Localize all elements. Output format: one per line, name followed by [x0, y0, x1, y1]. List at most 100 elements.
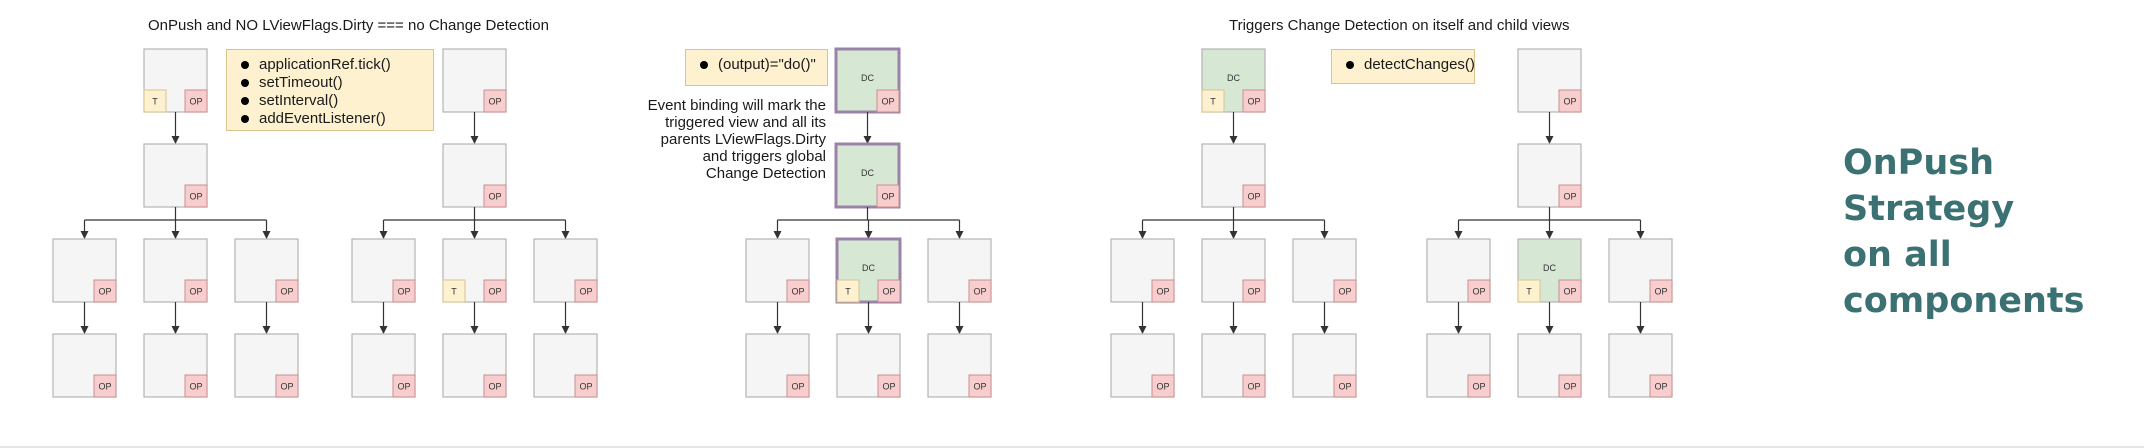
- op-label: OP: [881, 97, 894, 107]
- op-badge: [1151, 279, 1175, 303]
- dc-label: DC: [1227, 73, 1240, 83]
- op-label: OP: [98, 382, 111, 392]
- panel-1-trigger-note: applicationRef.tick() setTimeout() setIn…: [226, 49, 434, 131]
- op-label: OP: [1472, 287, 1485, 297]
- headline-line: components: [1843, 281, 2085, 321]
- view-node: [52, 333, 117, 398]
- bottom-divider: [0, 446, 2144, 448]
- op-label: OP: [488, 382, 501, 392]
- op-badge: [1242, 279, 1266, 303]
- note-item: setTimeout(): [239, 74, 423, 92]
- op-badge: [1151, 374, 1175, 398]
- op-label: OP: [397, 382, 410, 392]
- note-item: (output)="do()": [698, 56, 817, 74]
- op-label: OP: [973, 382, 986, 392]
- op-badge: [1649, 374, 1673, 398]
- op-label: OP: [1563, 192, 1576, 202]
- note-item: addEventListener(): [239, 110, 423, 128]
- op-badge: [574, 279, 598, 303]
- op-badge: [968, 374, 992, 398]
- op-badge: [574, 374, 598, 398]
- headline: OnPush Strategy on all components: [1843, 140, 2123, 324]
- op-badge: [483, 374, 507, 398]
- op-label: OP: [280, 382, 293, 392]
- op-label: OP: [791, 382, 804, 392]
- t-label: T: [1526, 287, 1532, 297]
- op-label: OP: [973, 287, 986, 297]
- op-label: OP: [1563, 97, 1576, 107]
- op-label: OP: [1247, 97, 1260, 107]
- note-item: applicationRef.tick(): [239, 56, 423, 74]
- op-badge: [483, 184, 507, 208]
- op-badge: [1242, 184, 1266, 208]
- op-badge: [876, 89, 900, 113]
- t-label: T: [845, 287, 851, 297]
- panel-3-title: Triggers Change Detection on itself and …: [1229, 17, 1570, 34]
- op-badge: [1333, 374, 1357, 398]
- op-badge: [786, 279, 810, 303]
- op-label: OP: [189, 192, 202, 202]
- op-badge: [876, 184, 900, 208]
- op-label: OP: [579, 382, 592, 392]
- op-label: OP: [189, 287, 202, 297]
- op-badge: [1558, 89, 1582, 113]
- op-label: OP: [189, 382, 202, 392]
- view-node: [1608, 238, 1673, 303]
- op-label: OP: [1156, 287, 1169, 297]
- t-badge: [442, 279, 466, 303]
- op-label: OP: [791, 287, 804, 297]
- op-label: OP: [1156, 382, 1169, 392]
- op-badge: [968, 279, 992, 303]
- op-badge: [93, 374, 117, 398]
- op-label: OP: [488, 97, 501, 107]
- op-label: OP: [98, 287, 111, 297]
- op-label: OP: [1563, 382, 1576, 392]
- op-badge: [1242, 374, 1266, 398]
- op-label: OP: [1563, 287, 1576, 297]
- t-badge: [1517, 279, 1541, 303]
- dc-label: DC: [861, 73, 874, 83]
- op-label: OP: [1247, 287, 1260, 297]
- op-badge: [1558, 374, 1582, 398]
- op-badge: [392, 279, 416, 303]
- op-label: OP: [882, 287, 895, 297]
- headline-line: Strategy: [1843, 189, 2015, 229]
- op-badge: [275, 374, 299, 398]
- op-badge: [184, 89, 208, 113]
- t-badge: [143, 89, 167, 113]
- panel-2-event-binding-text: Event binding will mark the triggered vi…: [636, 97, 826, 182]
- op-label: OP: [1654, 287, 1667, 297]
- op-badge: [184, 184, 208, 208]
- op-badge: [483, 279, 507, 303]
- dc-label: DC: [862, 263, 875, 273]
- t-label: T: [152, 97, 158, 107]
- text-line: Event binding will mark the: [647, 97, 826, 114]
- op-label: OP: [881, 192, 894, 202]
- op-label: OP: [1338, 382, 1351, 392]
- note-item: setInterval(): [239, 92, 423, 110]
- text-line: parents LViewFlags.Dirty: [660, 131, 826, 148]
- panel-2-output-note: (output)="do()": [685, 49, 828, 86]
- op-label: OP: [397, 287, 410, 297]
- dc-label: DC: [861, 168, 874, 178]
- op-badge: [1467, 279, 1491, 303]
- op-label: OP: [1247, 192, 1260, 202]
- op-label: OP: [1247, 382, 1260, 392]
- op-badge: [877, 279, 901, 303]
- op-badge: [93, 279, 117, 303]
- t-badge: [836, 279, 860, 303]
- panel-1-title: OnPush and NO LViewFlags.Dirty === no Ch…: [148, 17, 549, 34]
- note-item: detectChanges(): [1344, 56, 1475, 74]
- t-label: T: [451, 287, 457, 297]
- op-label: OP: [189, 97, 202, 107]
- op-label: OP: [1654, 382, 1667, 392]
- text-line: Change Detection: [705, 165, 826, 182]
- op-badge: [392, 374, 416, 398]
- op-badge: [184, 279, 208, 303]
- op-badge: [1242, 89, 1266, 113]
- op-badge: [1333, 279, 1357, 303]
- op-badge: [1467, 374, 1491, 398]
- op-label: OP: [280, 287, 293, 297]
- t-label: T: [1210, 97, 1216, 107]
